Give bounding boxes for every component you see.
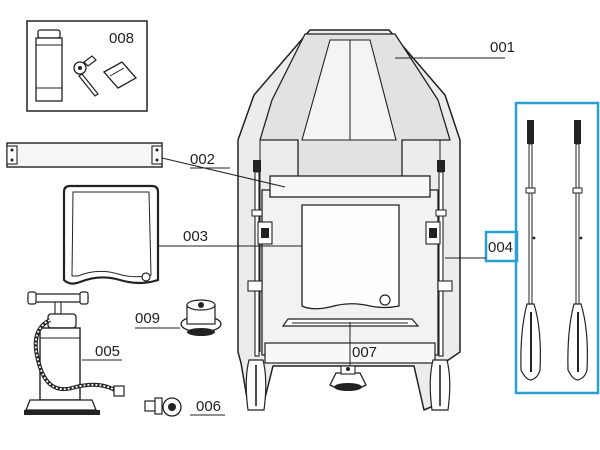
repair-kit-icon [26, 20, 148, 112]
part-label-003: 003 [183, 228, 208, 245]
inflatable-boat-icon [237, 29, 461, 411]
boat-oars-icon [245, 160, 453, 411]
part-label-008: 008 [109, 30, 134, 47]
part-label-002: 002 [190, 151, 215, 168]
part-label-004: 004 [488, 239, 513, 256]
part-label-006: 006 [196, 398, 221, 415]
leader-line-002 [161, 157, 286, 188]
drain-plug-icon [329, 365, 367, 391]
valve-icon [180, 299, 222, 336]
part-label-005: 005 [95, 343, 120, 360]
oars-icon [514, 101, 600, 395]
floor-board-part-icon [62, 184, 160, 285]
valve-adapter-icon [144, 397, 182, 417]
part-label-007: 007 [352, 344, 377, 361]
part-label-009: 009 [135, 310, 160, 327]
label-004-highlight-box [484, 230, 519, 263]
seat-bench-icon [269, 175, 431, 198]
floor-board-icon [301, 204, 400, 310]
hand-pump-icon [24, 291, 125, 415]
seat-bench-part-icon [6, 142, 163, 168]
part-label-001: 001 [490, 39, 515, 56]
